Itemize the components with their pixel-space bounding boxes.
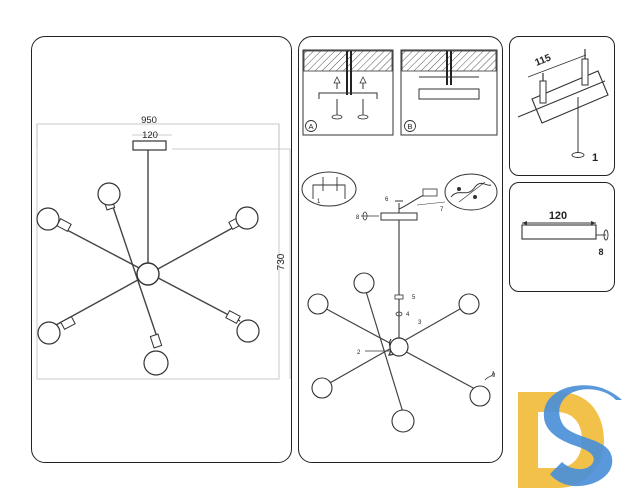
mounting-bracket — [531, 70, 609, 124]
logo-letter-s — [543, 385, 622, 487]
bulb — [37, 321, 61, 345]
option-a-label: A — [308, 122, 313, 131]
width-guide-box — [36, 123, 280, 380]
bulb — [391, 409, 415, 433]
canopy-width-label: 120 — [549, 210, 567, 222]
canopy-drawing: 120 8 — [521, 210, 609, 257]
overall-height-label: 730 — [276, 253, 287, 270]
step-number: 8 — [598, 247, 603, 257]
step-number: 1 — [592, 152, 598, 164]
step-label: 2 — [357, 350, 361, 356]
bulb — [469, 385, 491, 407]
bulb — [307, 293, 329, 315]
central-hub — [389, 337, 409, 357]
lamp-socket — [60, 315, 76, 331]
bulb — [143, 350, 169, 376]
mounting-option-a: A — [302, 49, 394, 136]
arm — [108, 194, 160, 344]
anchor-spacing-label: 115 — [534, 52, 553, 68]
canopy-width-label: 120 — [142, 130, 158, 141]
detail-wiring — [416, 173, 498, 211]
step-label: 1 — [317, 199, 321, 205]
bulb — [236, 319, 260, 343]
lamp-socket — [225, 309, 241, 325]
step-label: 3 — [418, 320, 422, 326]
step-label: 6 — [385, 197, 389, 203]
step-label: 4 — [406, 312, 410, 318]
overall-width-label: 950 — [141, 115, 157, 126]
assembly-drawing: A B 1 — [301, 49, 498, 433]
bulb — [311, 377, 333, 399]
logo-letter-d — [518, 392, 604, 488]
bulb — [458, 293, 480, 315]
bulb — [97, 182, 121, 206]
lamp-socket — [149, 333, 163, 349]
canopy-assembly: 6 7 8 — [356, 188, 444, 221]
dimension-drawing: 950 120 730 — [36, 115, 291, 380]
anchors-drawing: 115 1 — [517, 49, 609, 164]
step-label: 5 — [412, 295, 416, 301]
mounting-option-b: B — [400, 49, 498, 136]
step-label: 8 — [356, 215, 360, 221]
step-label: 9 — [492, 373, 496, 379]
canopy — [521, 224, 597, 240]
bulb — [353, 272, 375, 294]
brand-logo — [518, 385, 622, 488]
assembly-panel: A B 1 — [298, 36, 503, 463]
option-b-label: B — [407, 122, 412, 131]
canopy — [132, 140, 167, 151]
central-hub — [136, 262, 160, 286]
detail-bracket: 1 — [301, 171, 357, 207]
canopy-panel: 120 8 — [509, 182, 615, 292]
bulb — [235, 206, 259, 230]
anchors-panel: 115 1 — [509, 36, 615, 176]
step-label: 7 — [440, 207, 444, 213]
dimension-panel: 950 120 730 — [31, 36, 292, 463]
bulb — [36, 207, 60, 231]
